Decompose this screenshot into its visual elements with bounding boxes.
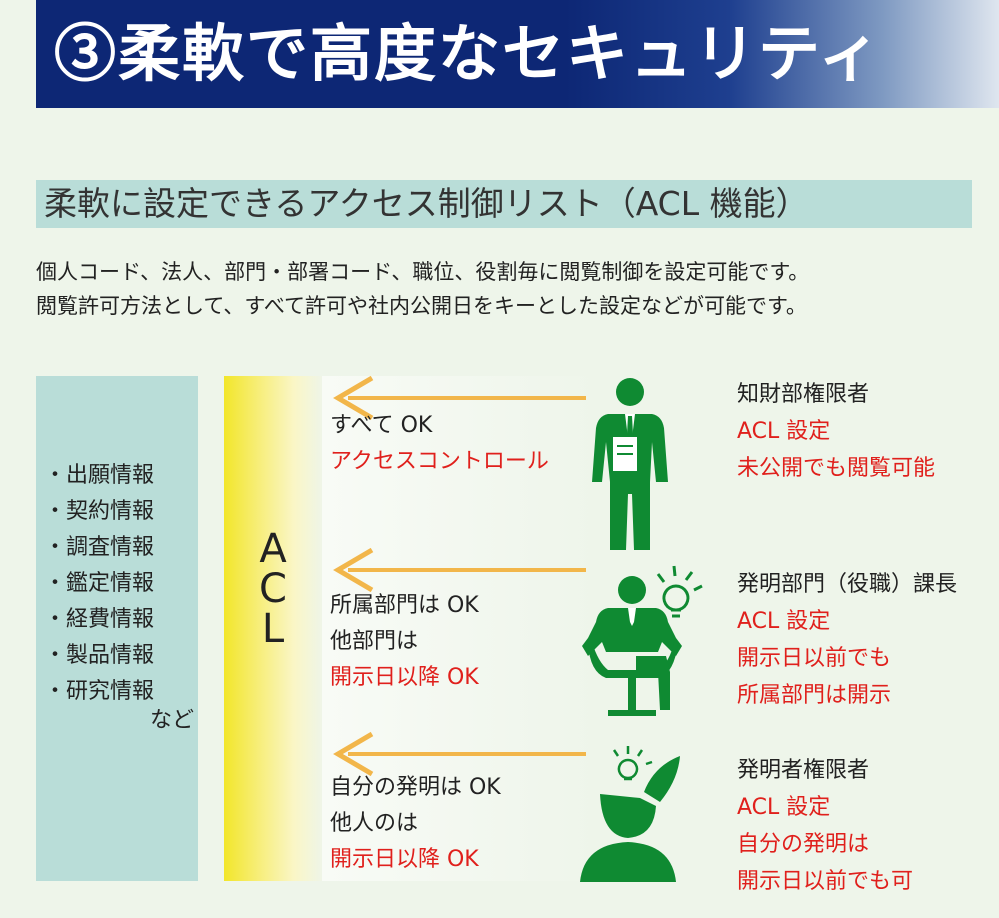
title-banner: ③柔軟で高度なセキュリティ (36, 0, 999, 108)
role-block-3: 発明者権限者 ACL 設定 自分の発明は 開示日以前でも可 (737, 752, 913, 900)
info-types-etc: など (150, 708, 195, 733)
info-type-item: 出願情報 (44, 458, 154, 494)
acl-letter-a: A (259, 526, 287, 572)
rule-text-1: すべて OK アクセスコントロール (330, 408, 549, 480)
rule-line: すべて OK (330, 413, 433, 438)
info-type-item: 調査情報 (44, 530, 154, 566)
role-line: 自分の発明は (737, 832, 870, 857)
arrow-line-2 (348, 568, 586, 572)
rule-line-highlight: アクセスコントロール (330, 449, 549, 474)
rule-line: 他人のは (330, 811, 419, 836)
rules-panel (322, 376, 600, 881)
role-line: ACL 設定 (737, 795, 831, 820)
role-title: 知財部権限者 (737, 382, 870, 407)
rule-text-2: 所属部門は OK 他部門は 開示日以降 OK (330, 588, 479, 696)
role-block-2: 発明部門（役職）課長 ACL 設定 開示日以前でも 所属部門は開示 (737, 566, 957, 714)
rule-line-highlight: 開示日以降 OK (330, 665, 479, 690)
businessman-icon (592, 378, 668, 550)
role-line: 未公開でも閲覧可能 (737, 456, 936, 481)
description-line-1: 個人コード、法人、部門・部署コード、職位、役割毎に閲覧制御を設定可能です。 (36, 260, 810, 284)
role-line: 開示日以前でも可 (737, 869, 914, 894)
role-title: 発明者権限者 (737, 758, 870, 783)
seated-manager-icon (582, 565, 703, 716)
rule-line-highlight: 開示日以降 OK (330, 847, 479, 872)
arrow-line-3 (348, 752, 586, 756)
rule-line: 自分の発明は OK (330, 775, 501, 800)
info-type-item: 経費情報 (44, 602, 154, 638)
info-type-item: 鑑定情報 (44, 566, 154, 602)
role-line: ACL 設定 (737, 419, 831, 444)
role-line: 開示日以前でも (737, 646, 892, 671)
role-line: 所属部門は開示 (737, 683, 892, 708)
role-line: ACL 設定 (737, 609, 831, 634)
rule-text-3: 自分の発明は OK 他人のは 開示日以降 OK (330, 770, 501, 878)
role-block-1: 知財部権限者 ACL 設定 未公開でも閲覧可能 (737, 376, 935, 487)
arrow-left-icon (333, 731, 374, 777)
acl-letter-c: C (259, 566, 287, 612)
info-type-item: 製品情報 (44, 638, 154, 674)
inventor-icon (580, 746, 680, 882)
info-type-item: 研究情報 (44, 674, 154, 710)
section-subtitle: 柔軟に設定できるアクセス制御リスト（ACL 機能） (36, 180, 972, 228)
info-types-list: 出願情報 契約情報 調査情報 鑑定情報 経費情報 製品情報 研究情報 (44, 458, 154, 710)
info-types-panel: 出願情報 契約情報 調査情報 鑑定情報 経費情報 製品情報 研究情報 など (36, 376, 198, 881)
arrow-left-icon (333, 547, 374, 593)
arrow-left-icon (333, 375, 374, 421)
page-title: ③柔軟で高度なセキュリティ (54, 17, 883, 90)
rule-line: 他部門は (330, 629, 419, 654)
arrow-line-1 (348, 396, 586, 400)
rule-line: 所属部門は OK (330, 593, 479, 618)
role-title: 発明部門（役職）課長 (737, 572, 958, 597)
description-line-2: 閲覧許可方法として、すべて許可や社内公開日をキーとした設定などが可能です。 (36, 294, 807, 318)
acl-letter-l: L (261, 606, 285, 652)
info-type-item: 契約情報 (44, 494, 154, 530)
acl-gate (224, 376, 324, 881)
